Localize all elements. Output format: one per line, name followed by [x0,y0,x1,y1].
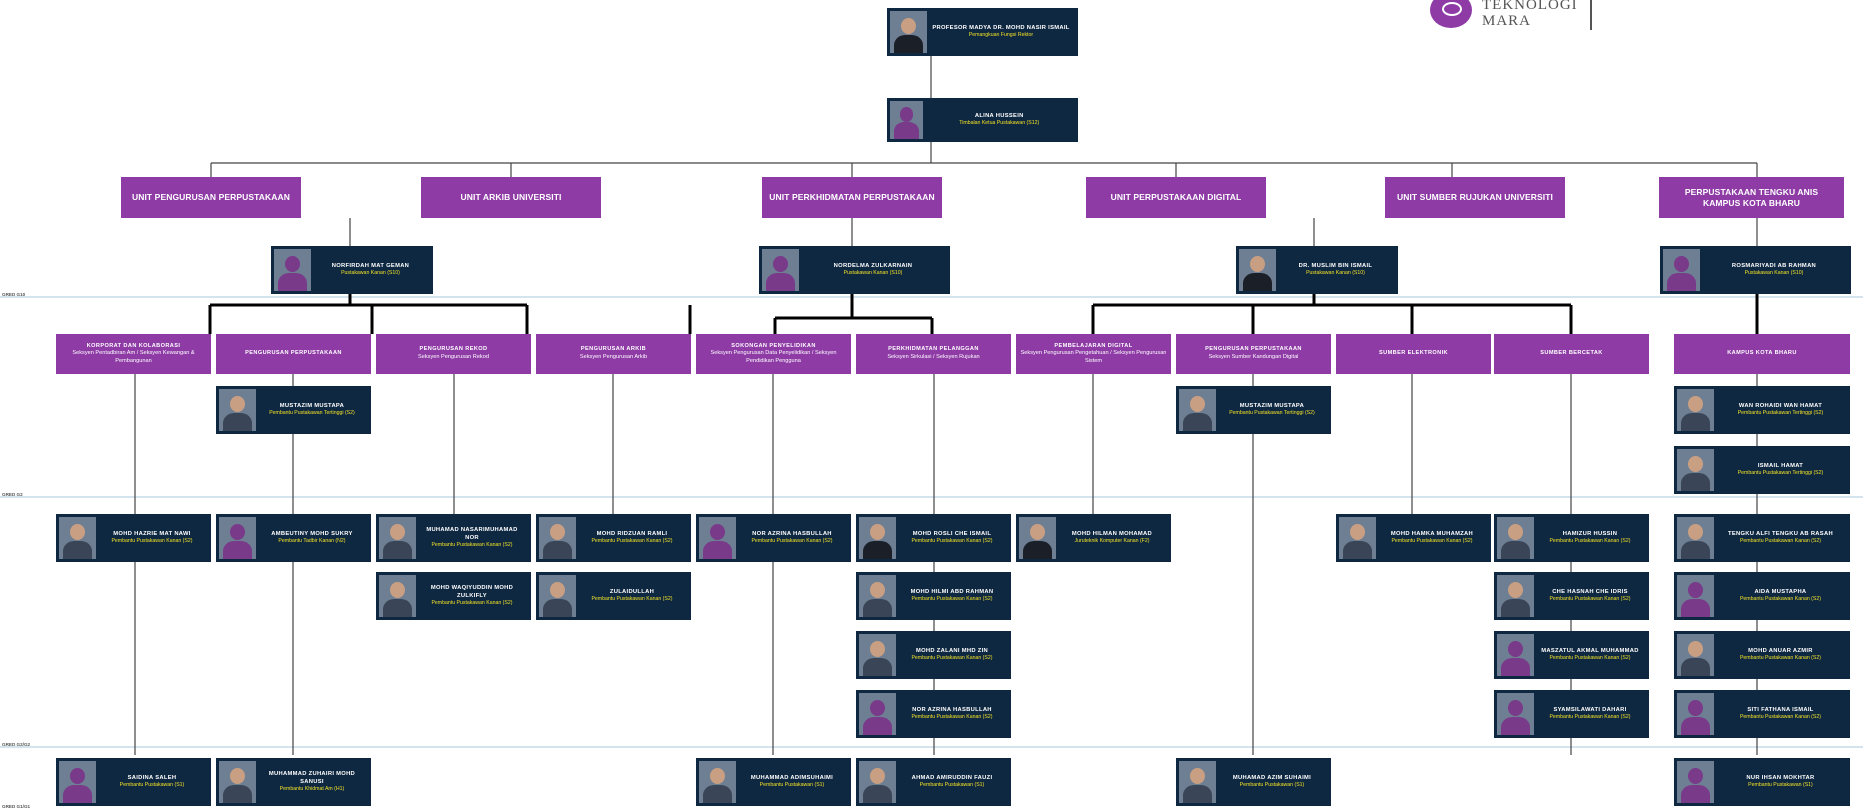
avatar [1179,761,1216,803]
avatar [539,517,576,559]
avatar [1677,575,1714,617]
unit-box: UNIT PENGURUSAN PERPUSTAKAAN [121,177,301,218]
avatar [1179,389,1216,431]
unit-box: UNIT PERPUSTAKAAN DIGITAL [1086,177,1266,218]
avatar [1497,575,1534,617]
avatar [859,761,896,803]
avatar [1677,693,1714,735]
avatar [1239,249,1276,291]
grade-label: GRED G2 [2,492,23,497]
avatar [699,761,736,803]
avatar [379,575,416,617]
avatar [379,517,416,559]
avatar [890,11,927,53]
avatar [859,634,896,676]
unit-box: UNIT PERKHIDMATAN PERPUSTAKAAN [762,177,942,218]
subunit-box: PENGURUSAN PERPUSTAKAAN [216,334,371,374]
unit-box: UNIT ARKIB UNIVERSITI [421,177,601,218]
avatar [859,693,896,735]
avatar [274,249,311,291]
subunit-box: SUMBER ELEKTRONIK [1336,334,1491,374]
avatar [539,575,576,617]
avatar [219,517,256,559]
avatar [1677,517,1714,559]
avatar [1497,634,1534,676]
avatar [59,761,96,803]
avatar [1339,517,1376,559]
avatar [219,389,256,431]
avatar [1677,389,1714,431]
avatar [59,517,96,559]
avatar [699,517,736,559]
avatar [1677,761,1714,803]
grade-label: GRED G1/G1 [2,804,31,809]
grade-label: GRED G2/G2 [2,742,31,747]
avatar [1677,634,1714,676]
avatar [219,761,256,803]
avatar [762,249,799,291]
avatar [859,517,896,559]
avatar [1019,517,1056,559]
avatar [1497,517,1534,559]
avatar [1497,693,1534,735]
avatar [1663,249,1700,291]
avatar [890,101,924,139]
avatar [859,575,896,617]
logo-emblem-icon [1430,0,1472,28]
avatar [1677,449,1714,491]
unit-box: PERPUSTAKAAN TENGKU ANIS KAMPUS KOTA BHA… [1659,177,1844,218]
grade-label: GRED G10 [2,292,26,297]
unit-box: UNIT SUMBER RUJUKAN UNIVERSITI [1385,177,1565,218]
university-logo: TEKNOLOGI MARA [1430,0,1610,34]
subunit-box: SUMBER BERCETAK [1494,334,1649,374]
subunit-box: KAMPUS KOTA BHARU [1674,334,1850,374]
